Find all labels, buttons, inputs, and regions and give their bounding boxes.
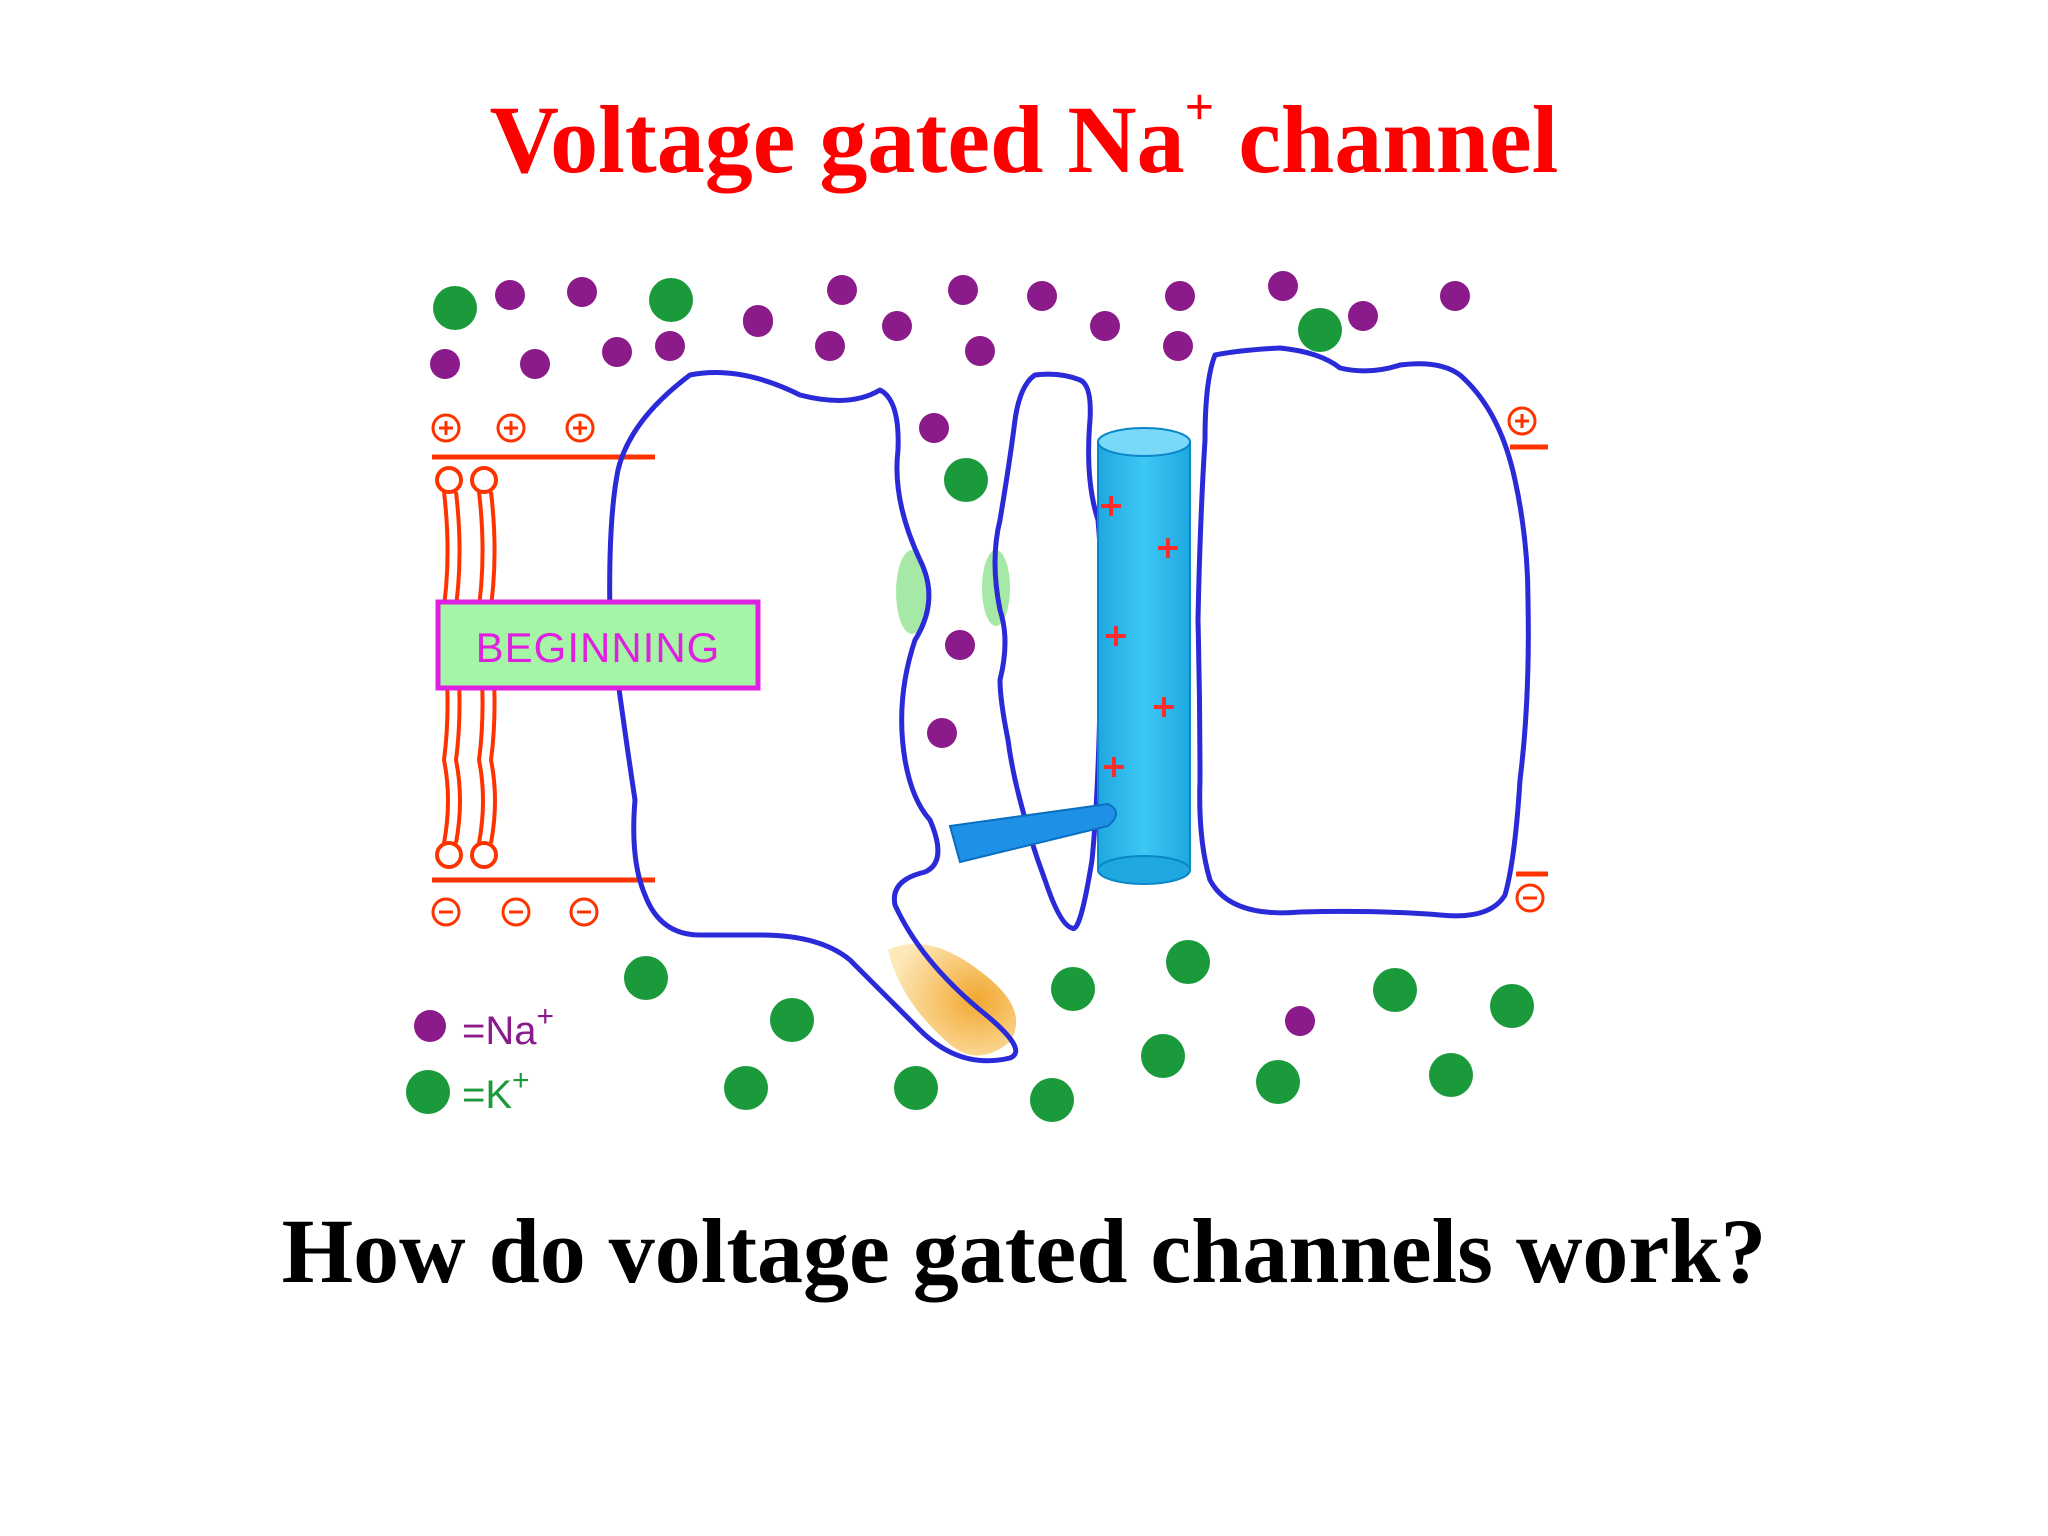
membrane	[432, 444, 1548, 883]
title-superscript: +	[1184, 79, 1215, 136]
channel-subunit-middle	[992, 371, 1105, 932]
positive-charges-outside	[431, 406, 1537, 443]
negative-charges-inside	[431, 883, 1545, 927]
sensor-positive-charges	[1101, 496, 1178, 777]
slide-question: How do voltage gated channels work?	[281, 1200, 1767, 1302]
voltage-sensor	[1097, 427, 1191, 885]
legend-na-label: =Na+	[462, 1000, 554, 1053]
sodium-ions	[430, 271, 1470, 1036]
activation-gate	[948, 802, 1117, 864]
inactivation-gate	[888, 943, 1017, 1056]
channel-subunit-right	[1195, 345, 1531, 919]
legend-na-swatch	[414, 1010, 446, 1042]
stage-label-text: BEGINNING	[476, 624, 721, 671]
legend-k-swatch	[406, 1070, 450, 1114]
legend: =Na+ =K+	[406, 1000, 554, 1117]
title-suffix: channel	[1214, 86, 1559, 193]
stage-label: BEGINNING	[435, 599, 761, 691]
slide-title: Voltage gated Na+ channel	[0, 82, 2048, 188]
legend-k-label: =K+	[462, 1064, 530, 1117]
channel-subunit-left	[607, 370, 1019, 1064]
potassium-ions	[433, 278, 1534, 1122]
title-prefix: Voltage gated Na	[489, 86, 1185, 193]
